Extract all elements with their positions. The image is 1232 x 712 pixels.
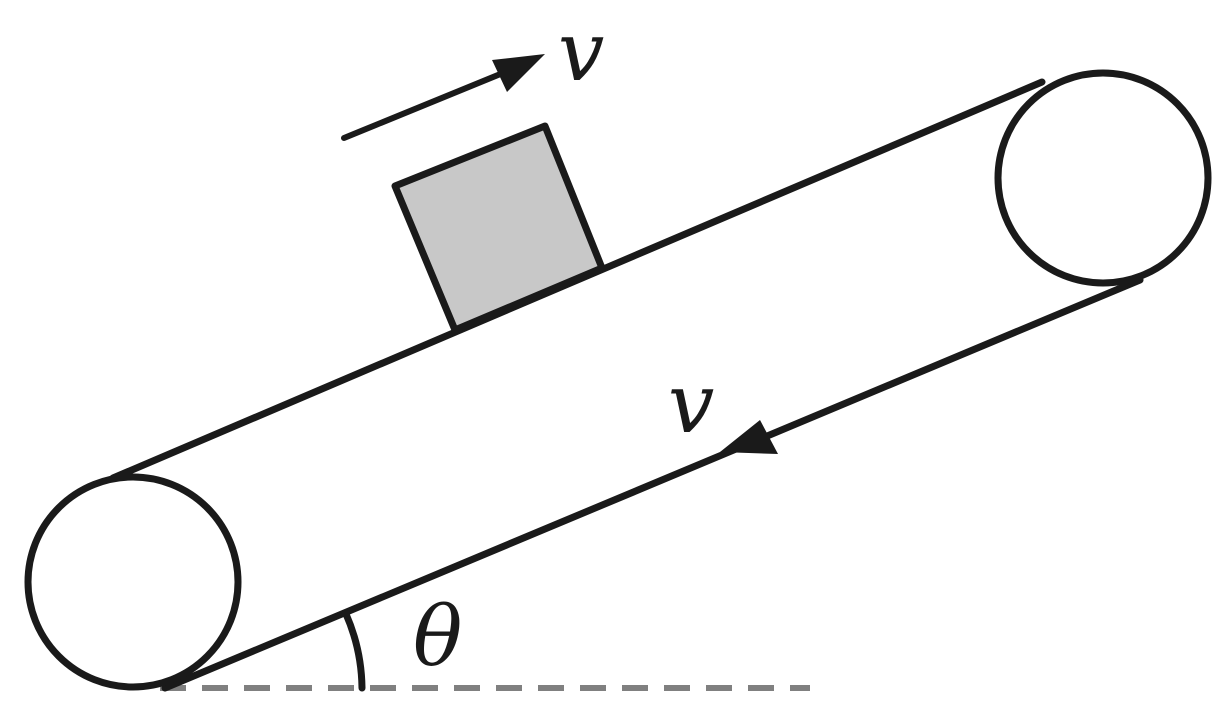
block xyxy=(391,122,606,334)
angle-arc xyxy=(342,610,366,692)
lower-velocity-label: v xyxy=(668,357,714,452)
upper-velocity-label: v xyxy=(558,5,604,100)
upper-velocity-arrow xyxy=(341,54,545,141)
belt-lower-surface xyxy=(161,276,1144,692)
left-roller xyxy=(24,473,242,691)
lower-velocity-arrow xyxy=(720,420,778,454)
angle-label: θ xyxy=(413,590,462,685)
right-roller xyxy=(994,69,1212,287)
